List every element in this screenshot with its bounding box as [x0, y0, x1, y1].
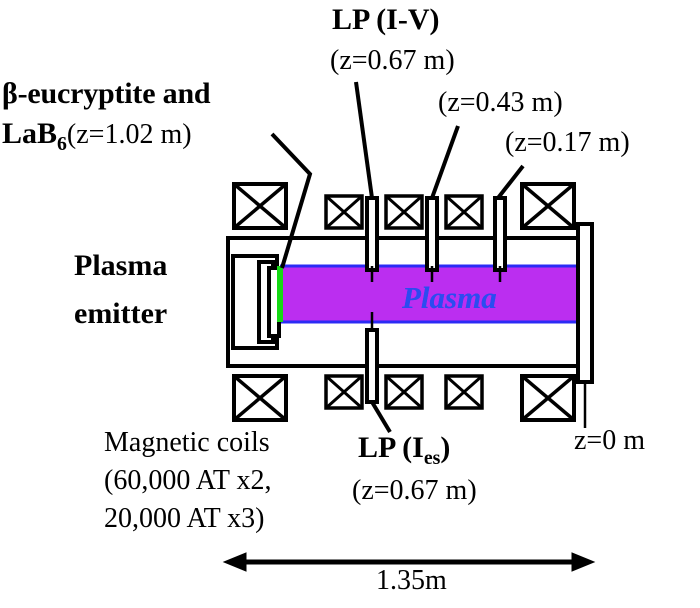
plasma-emitter-label-line2: emitter — [74, 297, 168, 330]
source-material-label-line2: LaB6(z=1.02 m) — [2, 118, 192, 155]
leader-line-emitter — [270, 132, 313, 269]
lp-iv-z-067-label: (z=0.67 m) — [330, 45, 455, 76]
coil-row-top — [232, 182, 576, 230]
source-material-formula-subscript: 6 — [57, 133, 67, 155]
dimension-arrow-length — [222, 552, 596, 572]
lp-iv-z-017-label: (z=0.17 m) — [505, 127, 630, 158]
coil-small-2-bottom — [384, 374, 424, 410]
overall-length-label: 1.35m — [376, 565, 447, 596]
plasma-region-label: Plasma — [402, 280, 497, 315]
coil-large-left-bottom — [232, 374, 288, 422]
lp-iv-probe-017 — [493, 196, 507, 282]
lp-ies-title-prefix: LP (I — [358, 431, 424, 464]
coil-large-left-top — [232, 182, 288, 230]
plasma-emitter-label-line1: Plasma — [74, 249, 168, 282]
magnetic-coils-label-line2: (60,000 AT x2, — [104, 465, 272, 496]
coil-row-bottom — [232, 374, 576, 422]
leader-line-lp-ies — [370, 400, 392, 434]
probe-body-017 — [493, 196, 507, 272]
target-end-plate — [576, 222, 594, 384]
source-material-position: (z=1.02 m) — [66, 119, 192, 150]
lp-iv-title-label: LP (I-V) — [332, 3, 440, 36]
plasma-emitter-assembly — [231, 254, 281, 350]
emitter-emissive-surface — [277, 266, 283, 322]
leader-line-z017 — [496, 164, 525, 200]
coil-small-1-top — [324, 194, 364, 230]
lp-ies-title-label: LP (Ies) — [358, 432, 450, 469]
axis-origin-label: z=0 m — [574, 425, 645, 456]
coil-small-3-bottom — [444, 374, 484, 410]
source-material-formula: LaB — [2, 117, 58, 150]
coil-large-right-top — [520, 182, 576, 230]
leader-line-z067-top — [354, 81, 374, 199]
coil-small-3-top — [444, 194, 484, 230]
lp-ies-z-067-label: (z=0.67 m) — [352, 475, 477, 506]
arrowhead-right — [571, 552, 596, 572]
source-material-label-line1: β-eucryptite and — [2, 77, 211, 110]
leader-line-z043 — [430, 125, 460, 199]
lp-iv-probe-067 — [365, 196, 379, 282]
magnetic-coils-label-line1: Magnetic coils — [104, 427, 270, 458]
lp-iv-z-043-label: (z=0.43 m) — [438, 87, 563, 118]
probe-body-ies — [365, 328, 379, 404]
coil-large-right-bottom — [520, 374, 576, 422]
lp-iv-probe-043 — [425, 196, 439, 282]
coil-small-1-bottom — [324, 374, 364, 410]
lp-ies-title-subscript: es — [423, 447, 441, 469]
magnetic-coils-label-line3: 20,000 AT x3) — [104, 503, 265, 534]
probe-body-043 — [425, 196, 439, 272]
arrowhead-left — [222, 552, 247, 572]
lp-ies-title-suffix: ) — [440, 431, 451, 464]
coil-small-2-top — [384, 194, 424, 230]
probe-body-067 — [365, 196, 379, 272]
